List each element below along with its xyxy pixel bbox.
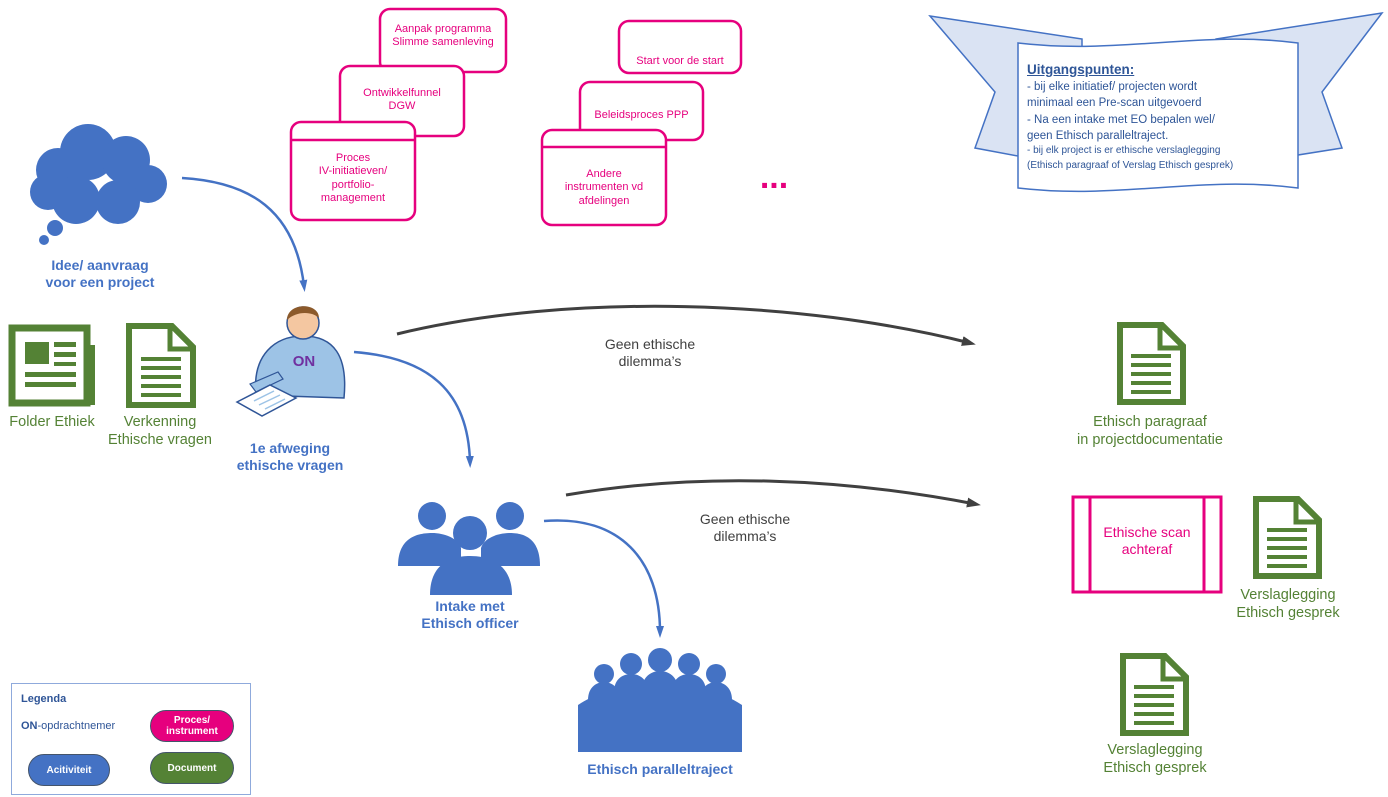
legend-process-pill: Proces/instrument [150, 710, 234, 742]
group-icon [398, 502, 540, 595]
legend-title: Legenda [21, 693, 67, 705]
scan-box [1071, 495, 1223, 594]
connector-arrow [565, 479, 981, 508]
process-box-andere [540, 128, 668, 227]
meeting-icon [578, 648, 742, 752]
document-icon [1117, 322, 1186, 405]
process-label-start: Start voor de start [636, 55, 724, 67]
document-icon [126, 323, 196, 408]
process-label-beleidsproces: Beleidsproces PPP [594, 109, 689, 121]
document-label-folder: Folder Ethiek [9, 414, 95, 430]
connector-arrow [353, 350, 474, 468]
connector-arrow [396, 304, 976, 346]
activity-label-parallel: Ethisch paralleltraject [587, 761, 733, 777]
person-desk-icon [235, 306, 346, 417]
banner-line: (Ethisch paragraaf of Verslag Ethisch ge… [1027, 159, 1234, 171]
legend-document-pill: Document [150, 752, 234, 784]
banner-line: - bij elk project is er ethische verslag… [1027, 145, 1221, 157]
banner-line: geen Ethisch paralleltraject. [1027, 130, 1169, 143]
legend-on: ON-opdrachtnemer [21, 720, 116, 732]
document-icon [1120, 653, 1189, 736]
on-label: ON [292, 353, 316, 370]
banner-heading: Uitgangspunten: [1027, 62, 1135, 77]
more-ellipsis: ... [759, 158, 789, 196]
banner-text: Uitgangspunten: - bij elke initiatief/ p… [1027, 60, 1295, 173]
banner-scroll [928, 11, 1384, 193]
banner-line: - bij elke initiatief/ projecten wordt [1027, 81, 1198, 94]
process-box-start [617, 19, 743, 75]
legend-activity-pill: Acitiviteit [28, 754, 110, 786]
connector-arrow [543, 519, 664, 638]
process-box-proces-iv [289, 120, 417, 222]
banner-line: - Na een intake met EO bepalen wel/ [1027, 113, 1215, 126]
legend: Legenda ON-opdrachtnemer Proces/instrume… [11, 683, 251, 795]
newspaper-icon [8, 324, 95, 407]
connector-arrow [181, 176, 308, 292]
banner-line: minimaal een Pre-scan uitgevoerd [1027, 97, 1202, 110]
document-icon [1253, 496, 1322, 579]
thought-cloud-icon [30, 124, 167, 245]
